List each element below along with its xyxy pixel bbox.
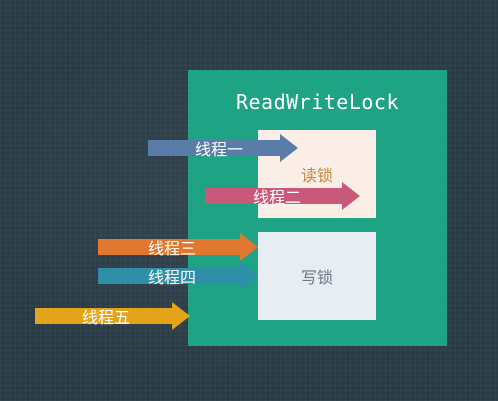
thread-5-arrow: 线程五 [35,302,190,330]
write-lock-box: 写锁 [258,232,376,320]
write-lock-label: 写锁 [300,268,333,287]
thread-4-arrow: 线程四 [98,262,258,290]
arrow-shape [98,233,258,261]
thread-5-label: 线程五 [82,308,131,327]
thread-1-arrow: 线程一 [148,134,298,162]
arrow-shape [35,302,190,330]
arrow-shape [98,262,258,290]
thread-2-label: 线程二 [253,188,302,207]
arrow-right-icon [205,182,360,210]
arrow-right-icon [98,262,258,290]
read-lock-label: 读锁 [300,166,333,185]
arrow-right-icon [148,134,298,162]
thread-3-label: 线程三 [148,239,197,258]
thread-2-arrow: 线程二 [205,182,360,210]
arrow-right-icon [35,302,190,330]
arrow-right-icon [98,233,258,261]
arrow-shape [205,182,360,210]
thread-1-label: 线程一 [195,140,244,159]
panel-title: ReadWriteLock [235,90,400,114]
thread-4-label: 线程四 [148,268,197,287]
arrow-shape [148,134,298,162]
thread-3-arrow: 线程三 [98,233,258,261]
